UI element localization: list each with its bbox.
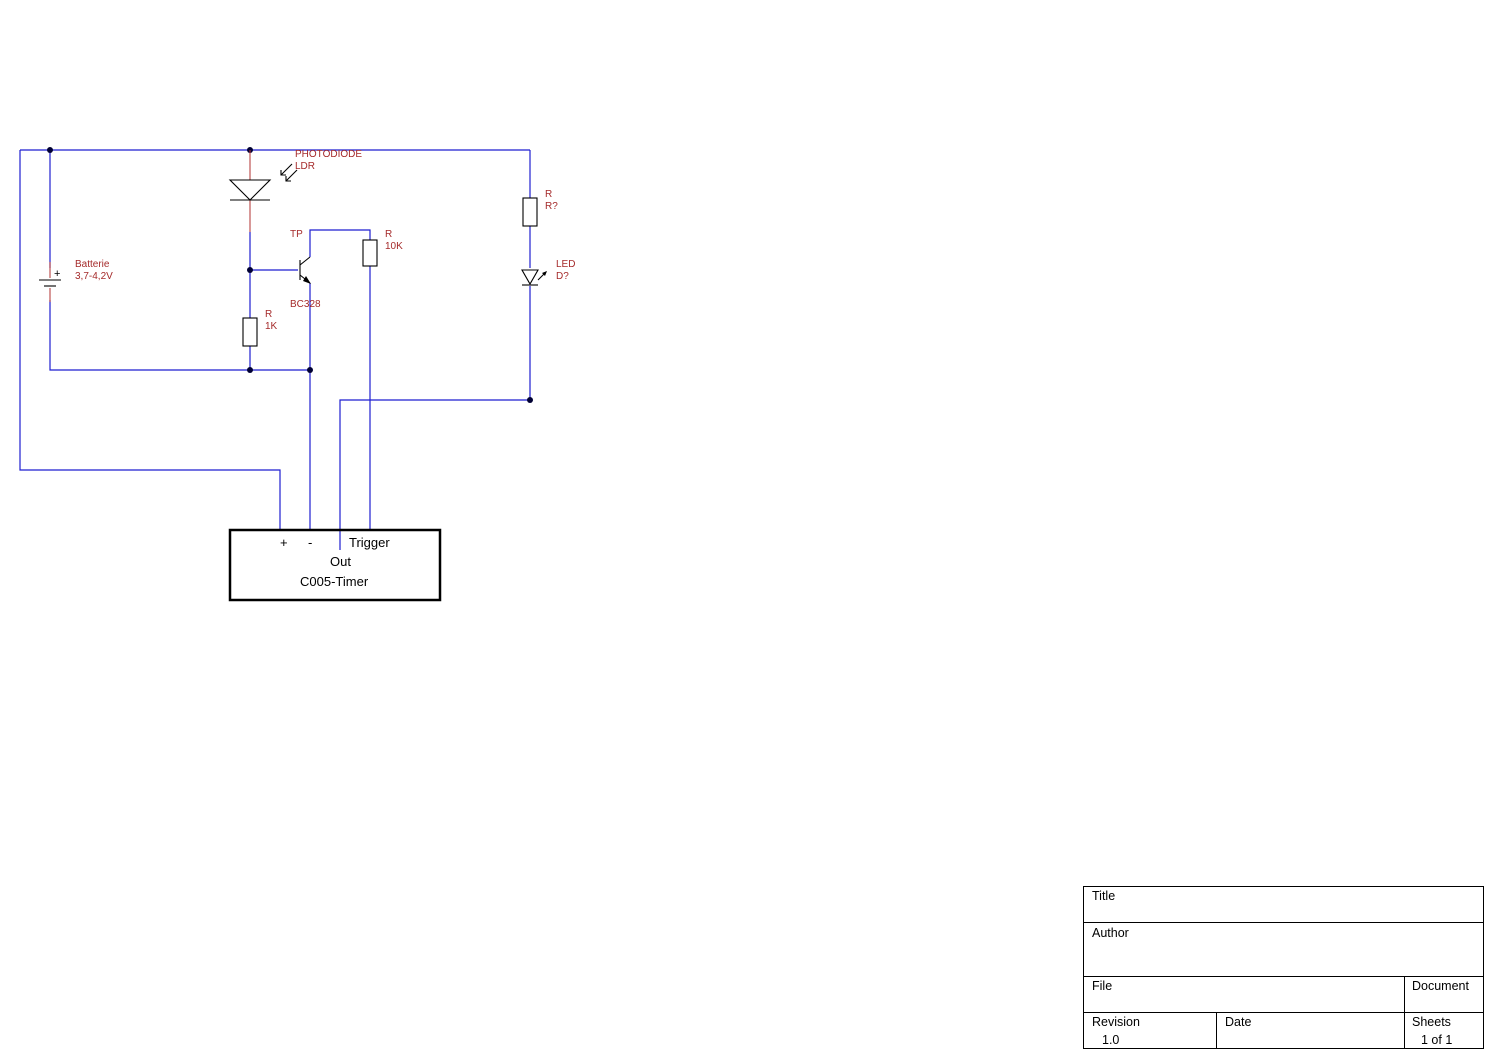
led-value-label: D? bbox=[556, 271, 569, 282]
resistor-1k-value-label: 1K bbox=[265, 321, 278, 332]
junction-dot bbox=[247, 367, 253, 373]
photodiode-value-label: LDR bbox=[295, 161, 315, 172]
photodiode-name-label: PHOTODIODE bbox=[295, 149, 362, 160]
photodiode-symbol[interactable] bbox=[228, 150, 298, 232]
sheets-label: Sheets bbox=[1412, 1015, 1451, 1029]
revision-value: 1.0 bbox=[1102, 1033, 1119, 1047]
junction-dot bbox=[247, 267, 253, 273]
timer-name: C005-Timer bbox=[300, 574, 369, 589]
wire-battery-bottom bbox=[49, 300, 310, 371]
document-label: Document bbox=[1412, 979, 1469, 993]
author-label: Author bbox=[1092, 926, 1129, 940]
sheets-value: 1 of 1 bbox=[1421, 1033, 1452, 1047]
wire-led-out bbox=[339, 286, 531, 550]
led-name-label: LED bbox=[556, 259, 575, 270]
resistor-led-value-label: R? bbox=[545, 201, 558, 212]
battery-symbol[interactable]: + bbox=[39, 262, 61, 302]
resistor-1k-name-label: R bbox=[265, 309, 272, 320]
title-label: Title bbox=[1092, 889, 1115, 903]
resistor-led-symbol[interactable] bbox=[522, 197, 538, 227]
junction-dot bbox=[47, 147, 53, 153]
timer-pin-out: Out bbox=[330, 554, 351, 569]
timer-module[interactable] bbox=[228, 528, 442, 602]
junctions bbox=[47, 147, 533, 403]
resistor-10k-symbol[interactable] bbox=[362, 239, 378, 267]
timer-pin-plus: + bbox=[280, 535, 288, 550]
transistor-value-label: BC328 bbox=[290, 299, 321, 310]
wire-collector bbox=[309, 229, 371, 257]
battery-plus-marker: + bbox=[54, 268, 60, 280]
revision-label: Revision bbox=[1092, 1015, 1140, 1029]
resistor-led-name-label: R bbox=[545, 189, 552, 200]
timer-pin-trigger: Trigger bbox=[349, 535, 390, 550]
transistor-symbol[interactable] bbox=[299, 256, 311, 284]
file-label: File bbox=[1092, 979, 1112, 993]
junction-dot bbox=[527, 397, 533, 403]
title-block bbox=[1083, 886, 1484, 1049]
wires bbox=[19, 149, 531, 550]
resistor-10k-value-label: 10K bbox=[385, 241, 403, 252]
transistor-name-label: TP bbox=[290, 229, 303, 240]
wire-left-outer bbox=[19, 150, 281, 530]
resistor-1k-symbol[interactable] bbox=[242, 317, 258, 347]
date-label: Date bbox=[1225, 1015, 1251, 1029]
battery-name-label: Batterie bbox=[75, 259, 110, 270]
timer-pin-minus: - bbox=[308, 535, 312, 550]
led-symbol[interactable] bbox=[521, 269, 547, 286]
battery-value-label: 3,7-4,2V bbox=[75, 271, 113, 282]
junction-dot bbox=[307, 367, 313, 373]
resistor-10k-name-label: R bbox=[385, 229, 392, 240]
